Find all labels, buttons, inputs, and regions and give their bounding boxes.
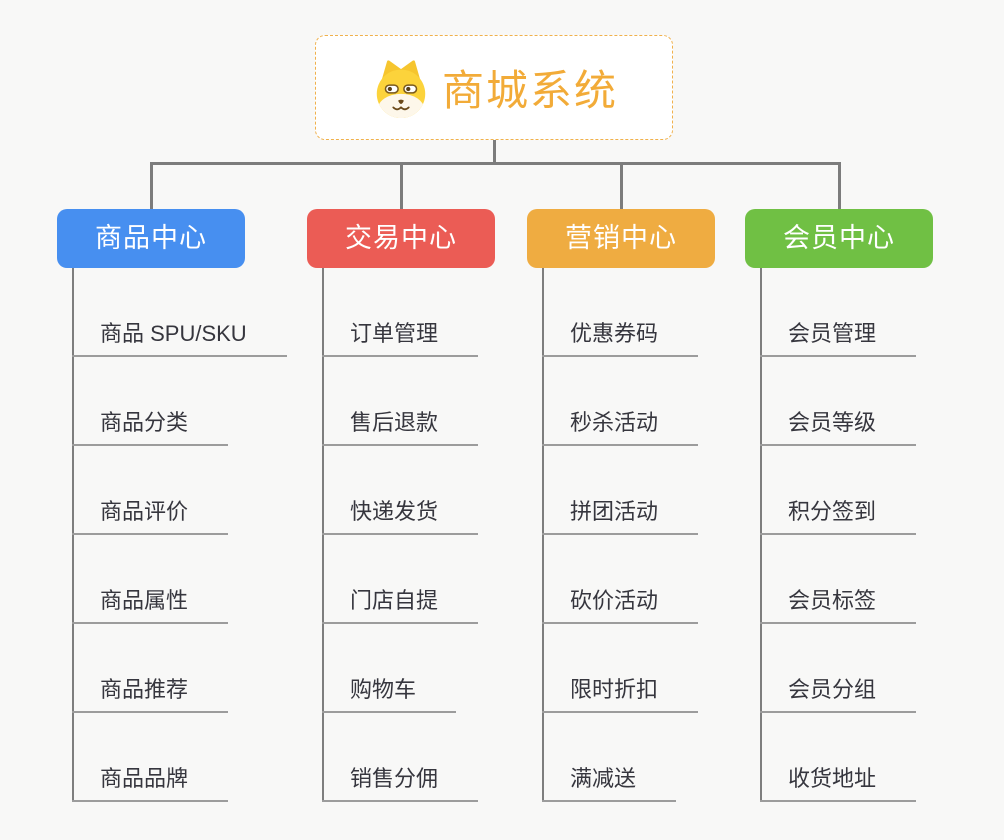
leaf-item[interactable]: 会员标签 bbox=[760, 588, 917, 624]
branch-column-products: 商品 SPU/SKU 商品分类 商品评价 商品属性 商品推荐 商品品牌 bbox=[72, 268, 332, 802]
leaf-item[interactable]: 售后退款 bbox=[322, 410, 479, 446]
branch-column-members: 会员管理 会员等级 积分签到 会员标签 会员分组 收货地址 bbox=[760, 268, 1004, 802]
branch-column-marketing: 优惠券码 秒杀活动 拼团活动 砍价活动 限时折扣 满减送 bbox=[542, 268, 802, 802]
branch-box-members[interactable]: 会员中心 bbox=[745, 209, 933, 268]
leaf-item[interactable]: 秒杀活动 bbox=[542, 410, 699, 446]
branch-box-marketing[interactable]: 营销中心 bbox=[527, 209, 715, 268]
leaf-item[interactable]: 销售分佣 bbox=[322, 766, 479, 802]
leaf-item[interactable]: 收货地址 bbox=[760, 766, 917, 802]
root-node[interactable]: 商城系统 bbox=[315, 35, 673, 140]
leaf-item[interactable]: 会员管理 bbox=[760, 321, 917, 357]
root-title: 商城系统 bbox=[441, 67, 618, 114]
branch-box-trade[interactable]: 交易中心 bbox=[307, 209, 495, 268]
leaf-item[interactable]: 门店自提 bbox=[322, 588, 479, 624]
connector-rail bbox=[150, 162, 841, 165]
leaf-item[interactable]: 积分签到 bbox=[760, 499, 917, 535]
connector-drop-members bbox=[838, 162, 841, 210]
leaf-item[interactable]: 拼团活动 bbox=[542, 499, 699, 535]
leaf-item[interactable]: 快递发货 bbox=[322, 499, 479, 535]
leaf-item[interactable]: 商品分类 bbox=[72, 410, 229, 446]
leaf-item[interactable]: 商品品牌 bbox=[72, 766, 229, 802]
connector-root-stub bbox=[493, 140, 496, 163]
leaf-item[interactable]: 商品属性 bbox=[72, 588, 229, 624]
leaf-item[interactable]: 商品评价 bbox=[72, 499, 229, 535]
branch-column-trade: 订单管理 售后退款 快递发货 门店自提 购物车 销售分佣 bbox=[322, 268, 582, 802]
leaf-item[interactable]: 购物车 bbox=[322, 677, 457, 713]
leaf-item[interactable]: 优惠券码 bbox=[542, 321, 699, 357]
leaf-item[interactable]: 会员等级 bbox=[760, 410, 917, 446]
leaf-item[interactable]: 限时折扣 bbox=[542, 677, 699, 713]
leaf-item[interactable]: 满减送 bbox=[542, 766, 677, 802]
leaf-item[interactable]: 会员分组 bbox=[760, 677, 917, 713]
branch-box-products[interactable]: 商品中心 bbox=[57, 209, 245, 268]
connector-drop-trade bbox=[400, 162, 403, 210]
leaf-item[interactable]: 商品推荐 bbox=[72, 677, 229, 713]
leaf-item[interactable]: 砍价活动 bbox=[542, 588, 699, 624]
connector-drop-products bbox=[150, 162, 153, 210]
leaf-item[interactable]: 商品 SPU/SKU bbox=[72, 321, 287, 357]
leaf-item[interactable]: 订单管理 bbox=[322, 321, 479, 357]
dog-face-icon bbox=[370, 57, 432, 119]
connector-drop-marketing bbox=[620, 162, 623, 210]
